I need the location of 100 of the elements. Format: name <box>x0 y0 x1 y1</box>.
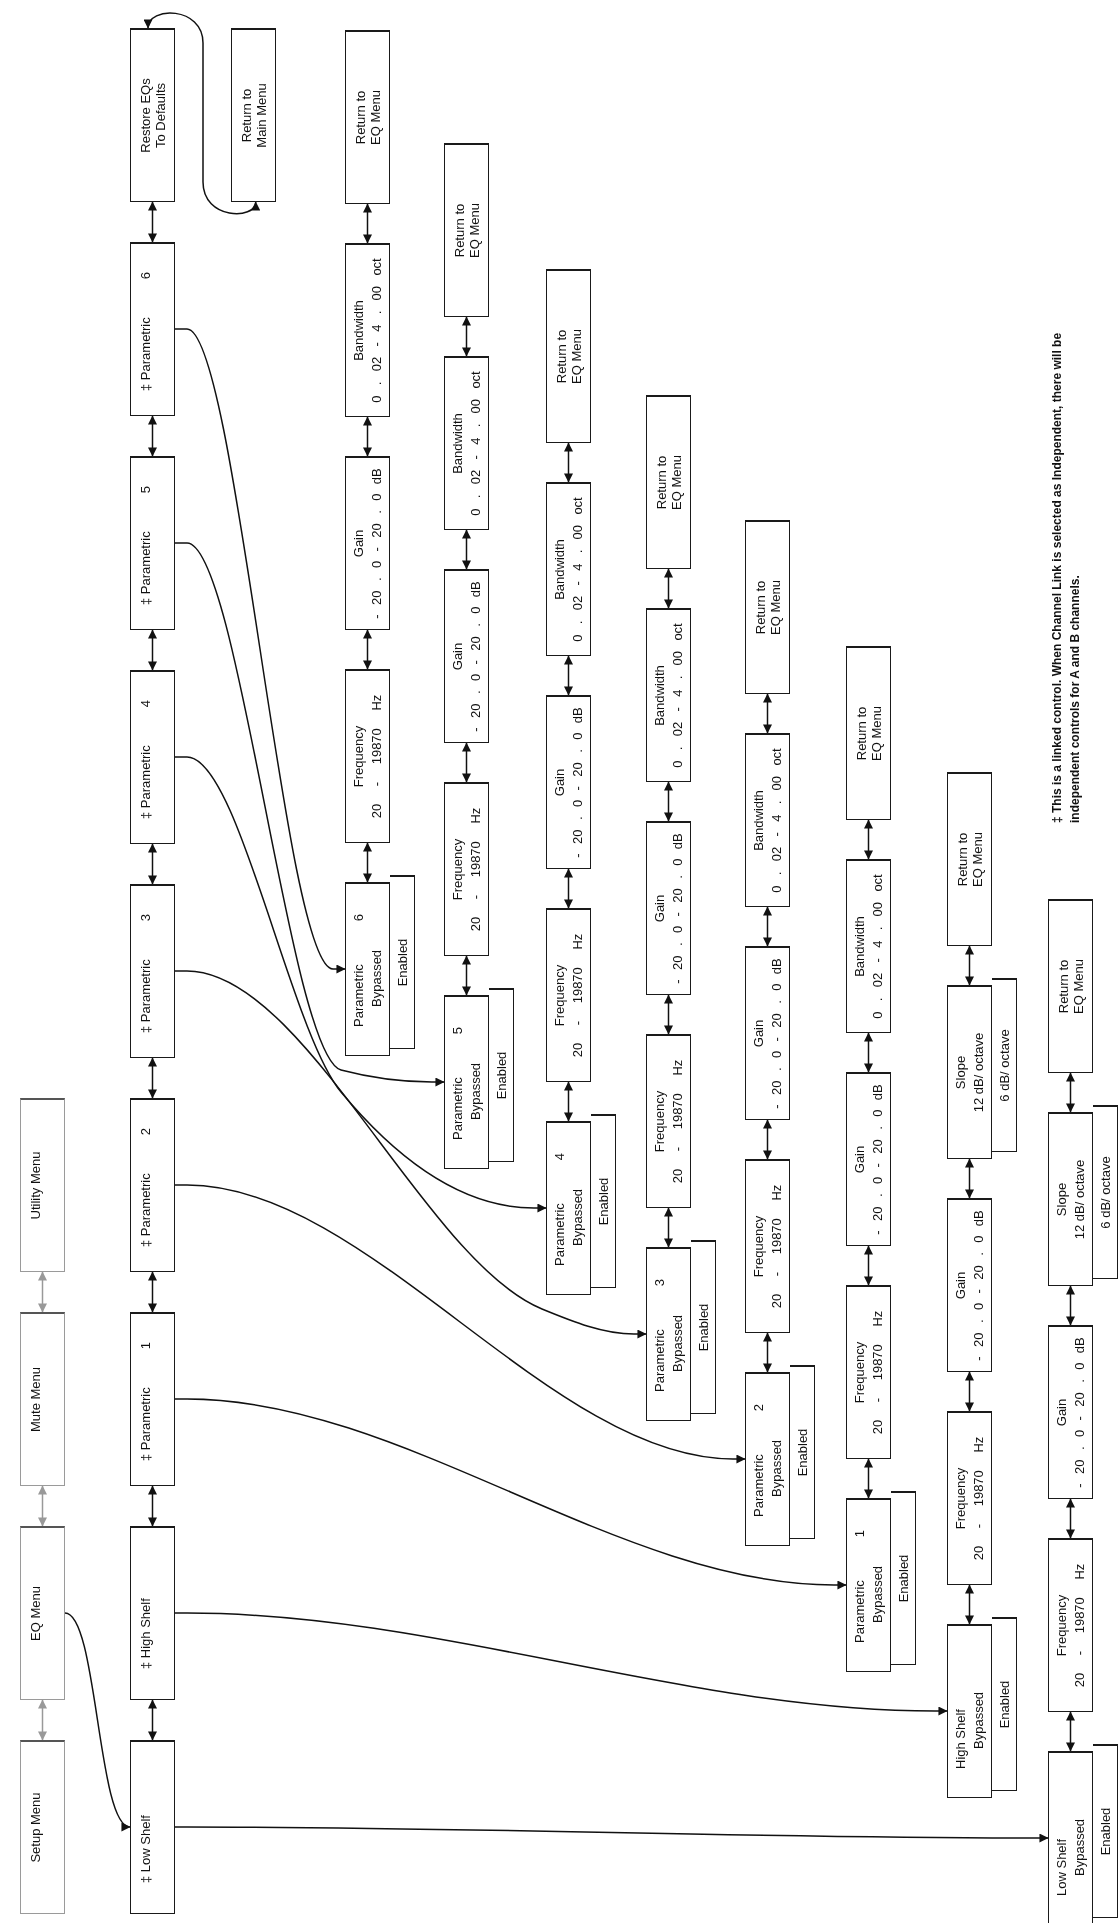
double-arrow <box>763 1119 772 1160</box>
menu-box <box>345 30 390 204</box>
setting-range: 20 - 19870 Hz <box>570 933 585 1058</box>
menu-box <box>231 28 276 202</box>
option-card <box>1093 1105 1118 1279</box>
double-arrow <box>864 1245 873 1286</box>
double-arrow <box>965 1158 974 1199</box>
option-label: Enabled <box>895 1554 911 1603</box>
setting-name: Frequency <box>751 1215 766 1278</box>
setting-name: Slope <box>1054 1182 1069 1217</box>
band-name: Parametric <box>751 1454 766 1517</box>
double-arrow <box>965 945 974 986</box>
setting-box <box>444 569 489 743</box>
setting-range: 20 - 19870 Hz <box>971 1436 986 1561</box>
setting-range: - 20 . 0 - 20 . 0 dB <box>971 1210 986 1361</box>
option-card <box>489 988 514 1162</box>
option-label: 6 dB/ octave <box>996 1029 1012 1102</box>
setting-range: 0 . 02 - 4 . 00 oct <box>670 623 685 768</box>
menu-box <box>20 1526 65 1700</box>
double-arrow <box>864 1458 873 1499</box>
double-arrow <box>363 203 372 244</box>
double-arrow <box>664 1207 673 1248</box>
setting-box <box>444 782 489 956</box>
menu-box <box>130 242 175 416</box>
double-arrow <box>763 906 772 947</box>
menu-box <box>130 456 175 630</box>
double-arrow <box>462 529 471 570</box>
double-arrow <box>363 629 372 670</box>
menu-title: Return to EQ Menu <box>954 831 985 889</box>
setting-box <box>947 1198 992 1372</box>
curved-arrow <box>174 328 346 974</box>
double-arrow <box>864 1032 873 1073</box>
setting-name: Bandwidth <box>351 300 366 361</box>
option-card <box>992 1617 1017 1791</box>
state-label: Bypassed <box>570 1188 585 1246</box>
band-name: Parametric <box>351 964 366 1027</box>
setting-name: Frequency <box>351 725 366 788</box>
menu-title: Return to EQ Menu <box>352 89 383 147</box>
menu-title: ‡ Parametric <box>138 1173 153 1247</box>
setting-box <box>546 908 591 1082</box>
setting-name: Frequency <box>1054 1594 1069 1657</box>
setting-name: Frequency <box>450 838 465 901</box>
double-arrow <box>664 568 673 609</box>
double-arrow <box>763 693 772 734</box>
option-card <box>591 1114 616 1288</box>
setting-name: Gain <box>751 1019 766 1048</box>
double-arrow <box>148 201 157 243</box>
setting-box <box>846 1285 891 1459</box>
menu-title: Return to EQ Menu <box>451 202 482 260</box>
menu-title: Restore EQs To Defaults <box>137 77 168 155</box>
double-arrow <box>462 742 471 783</box>
setting-card <box>745 1372 790 1546</box>
menu-box <box>947 772 992 946</box>
band-number: 4 <box>552 1153 567 1161</box>
loop-arrow <box>145 12 258 215</box>
setting-range: - 20 . 0 - 20 . 0 dB <box>670 833 685 984</box>
menu-title: ‡ Parametric <box>138 531 153 605</box>
curved-arrow <box>174 542 445 1087</box>
band-number: 4 <box>138 700 153 708</box>
option-label: 6 dB/ octave <box>1097 1156 1113 1229</box>
menu-title: Return to EQ Menu <box>653 454 684 512</box>
state-label: Bypassed <box>971 1691 986 1749</box>
setting-box <box>745 733 790 907</box>
menu-box <box>130 1312 175 1486</box>
double-arrow <box>363 842 372 883</box>
setting-name: Frequency <box>652 1090 667 1153</box>
state-label: Bypassed <box>870 1565 885 1623</box>
setting-box <box>546 482 591 656</box>
menu-box <box>20 1312 65 1486</box>
option-card <box>691 1240 716 1414</box>
setting-range: 0 . 02 - 4 . 00 oct <box>468 371 483 516</box>
setting-name: Gain <box>450 642 465 671</box>
setting-name: Bandwidth <box>751 790 766 851</box>
option-card <box>1093 1744 1118 1918</box>
setting-card <box>846 1498 891 1672</box>
setting-range: 20 - 19870 Hz <box>670 1059 685 1184</box>
option-card <box>790 1365 815 1539</box>
band-number: 6 <box>138 272 153 280</box>
double-arrow <box>148 843 157 885</box>
setting-range: 20 - 19870 Hz <box>769 1184 784 1309</box>
menu-title: EQ Menu <box>28 1586 43 1641</box>
menu-box <box>745 520 790 694</box>
menu-title: ‡ Parametric <box>138 959 153 1033</box>
double-arrow <box>148 1485 157 1527</box>
double-arrow <box>148 415 157 457</box>
menu-box <box>130 28 175 202</box>
band-name: Parametric <box>652 1329 667 1392</box>
band-number: 6 <box>351 914 366 922</box>
setting-box <box>646 821 691 995</box>
double-arrow <box>148 1057 157 1099</box>
curved-arrow <box>174 970 647 1339</box>
setting-range: - 20 . 0 - 20 . 0 dB <box>870 1084 885 1235</box>
setting-box <box>345 243 390 417</box>
menu-title: Return to EQ Menu <box>853 705 884 763</box>
setting-name: Frequency <box>953 1467 968 1530</box>
setting-range: 20 - 19870 Hz <box>870 1310 885 1435</box>
double-arrow <box>148 629 157 671</box>
double-arrow <box>864 819 873 860</box>
band-number: 2 <box>751 1404 766 1412</box>
setting-range: - 20 . 0 - 20 . 0 dB <box>1072 1337 1087 1488</box>
